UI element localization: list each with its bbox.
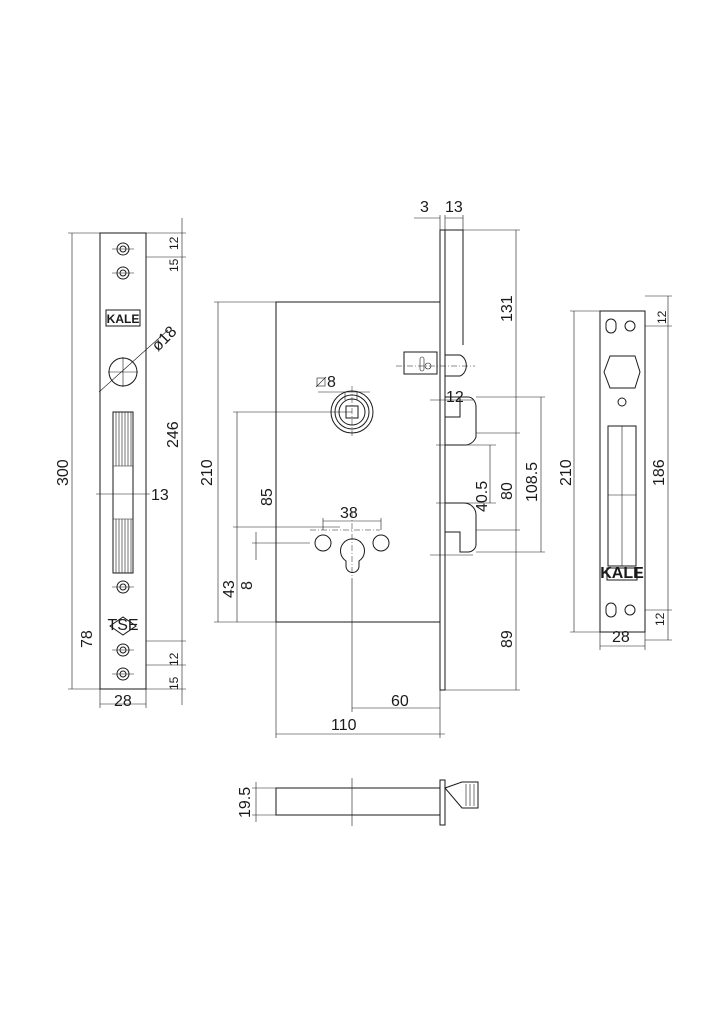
- dim-8-offset: 8: [239, 581, 256, 590]
- dim-40-5: 40.5: [474, 481, 491, 512]
- dim-top-12: 12: [167, 236, 181, 250]
- kale-logo-icon: KALE: [105, 309, 141, 327]
- dim-strike-12-bot: 12: [653, 612, 667, 626]
- front-plate: [439, 229, 446, 691]
- dim-hole-dia: ø18: [149, 323, 181, 355]
- dim-246: 246: [165, 421, 182, 448]
- deadbolt-tip: [445, 354, 467, 377]
- faceplate-outline: [99, 232, 147, 690]
- dim-131: 131: [499, 295, 516, 322]
- screw-hole-icon: [112, 242, 134, 681]
- dim-top-15: 15: [167, 258, 181, 272]
- dim-89: 89: [499, 630, 516, 648]
- dim-78: 78: [79, 630, 96, 648]
- square-dia-icon: [315, 376, 327, 388]
- dim-12-latch: 12: [446, 389, 464, 406]
- lock-case: [275, 301, 441, 623]
- slot-hole-icon: [605, 318, 636, 618]
- dim-13-offset: 13: [445, 199, 463, 216]
- side-bolt: [444, 781, 479, 809]
- dim-19-5: 19.5: [237, 787, 254, 818]
- faceplate-view: KALE ø18 TSE 300 246 12 15 12 15 13 78 2…: [55, 218, 186, 710]
- dim-300: 300: [55, 459, 72, 486]
- latch-bolt-lower: [445, 502, 477, 553]
- dim-bot-12: 12: [167, 652, 181, 666]
- dim-38: 38: [340, 505, 358, 522]
- dim-80: 80: [499, 482, 516, 500]
- side-case: [275, 787, 441, 816]
- dim-13: 13: [151, 487, 169, 504]
- strike-logo-text: KALE: [600, 565, 644, 582]
- kale-logo-text: KALE: [107, 312, 140, 326]
- deadbolt-block: [403, 351, 438, 375]
- dim-28: 28: [114, 693, 132, 710]
- tse-mark-text: TSE: [107, 617, 138, 634]
- dim-186: 186: [651, 459, 668, 486]
- side-plate: [439, 779, 446, 826]
- dim-110: 110: [331, 717, 357, 734]
- dim-85: 85: [259, 488, 276, 506]
- dim-108-5: 108.5: [524, 462, 541, 502]
- bolt-guide: [445, 229, 464, 345]
- dim-60: 60: [391, 693, 409, 710]
- dim-210: 210: [199, 459, 216, 486]
- tse-mark-icon: TSE: [107, 616, 139, 636]
- dim-3: 3: [420, 199, 429, 216]
- lock-body-view: 3 13 131 89 12 40.5 80 108.5 210 85 43 8…: [199, 199, 545, 738]
- dim-bot-15: 15: [167, 676, 181, 690]
- strike-plate-view: KALE 12 210 186 12 28: [558, 295, 672, 650]
- latch-opening: [603, 355, 641, 389]
- dim-43: 43: [221, 580, 238, 598]
- dim-strike-12-top: 12: [655, 310, 669, 324]
- dim-strike-210: 210: [558, 459, 575, 486]
- dim-strike-28: 28: [612, 629, 630, 646]
- bolt-slot: [112, 411, 134, 574]
- side-view: 19.5: [237, 778, 479, 826]
- dim-8-square: 8: [327, 374, 336, 391]
- cylinder-hole: [310, 512, 390, 578]
- strike-outline: [599, 310, 646, 633]
- kale-logo-icon: KALE: [600, 565, 644, 582]
